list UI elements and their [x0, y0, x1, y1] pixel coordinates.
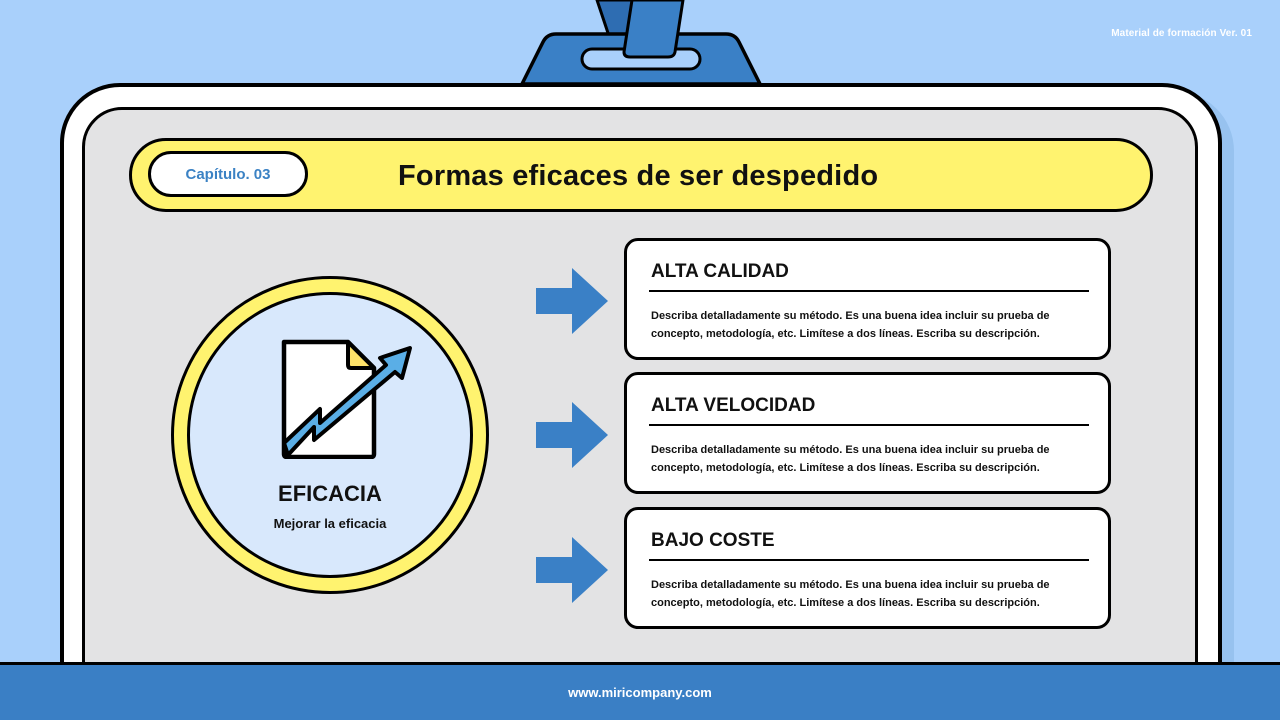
- feature-title: EFICACIA: [278, 481, 382, 506]
- card-alta-calidad: ALTA CALIDAD Describa detalladamente su …: [624, 238, 1111, 360]
- card-alta-velocidad: ALTA VELOCIDAD Describa detalladamente s…: [624, 372, 1111, 494]
- chapter-badge: Capítulo. 03: [148, 151, 308, 197]
- card-divider: [649, 424, 1089, 426]
- arrow-right-icon: [536, 402, 608, 468]
- card-title: BAJO COSTE: [651, 530, 775, 551]
- card-divider: [649, 559, 1089, 561]
- lanyard-clip-icon: [519, 0, 763, 86]
- card-title: ALTA VELOCIDAD: [651, 395, 816, 416]
- card-description: Describa detalladamente su método. Es un…: [651, 310, 1050, 340]
- feature-subtitle: Mejorar la eficacia: [273, 516, 387, 531]
- card-description: Describa detalladamente su método. Es un…: [651, 579, 1050, 609]
- arrow-right-icon: [536, 268, 608, 334]
- footer-url[interactable]: www.miricompany.com: [568, 685, 712, 700]
- version-label: Material de formación Ver. 01: [1111, 28, 1252, 39]
- arrow-right-icon: [536, 537, 608, 603]
- chapter-label: Capítulo. 03: [185, 165, 271, 183]
- footer-bar: www.miricompany.com: [0, 662, 1280, 720]
- document-growth-arrow-icon: [281, 339, 412, 459]
- card-bajo-coste: BAJO COSTE Describa detalladamente su mé…: [624, 507, 1111, 629]
- card-divider: [649, 290, 1089, 292]
- card-description: Describa detalladamente su método. Es un…: [651, 444, 1050, 474]
- card-title: ALTA CALIDAD: [651, 261, 789, 282]
- page-title: Formas eficaces de ser despedido: [398, 160, 879, 192]
